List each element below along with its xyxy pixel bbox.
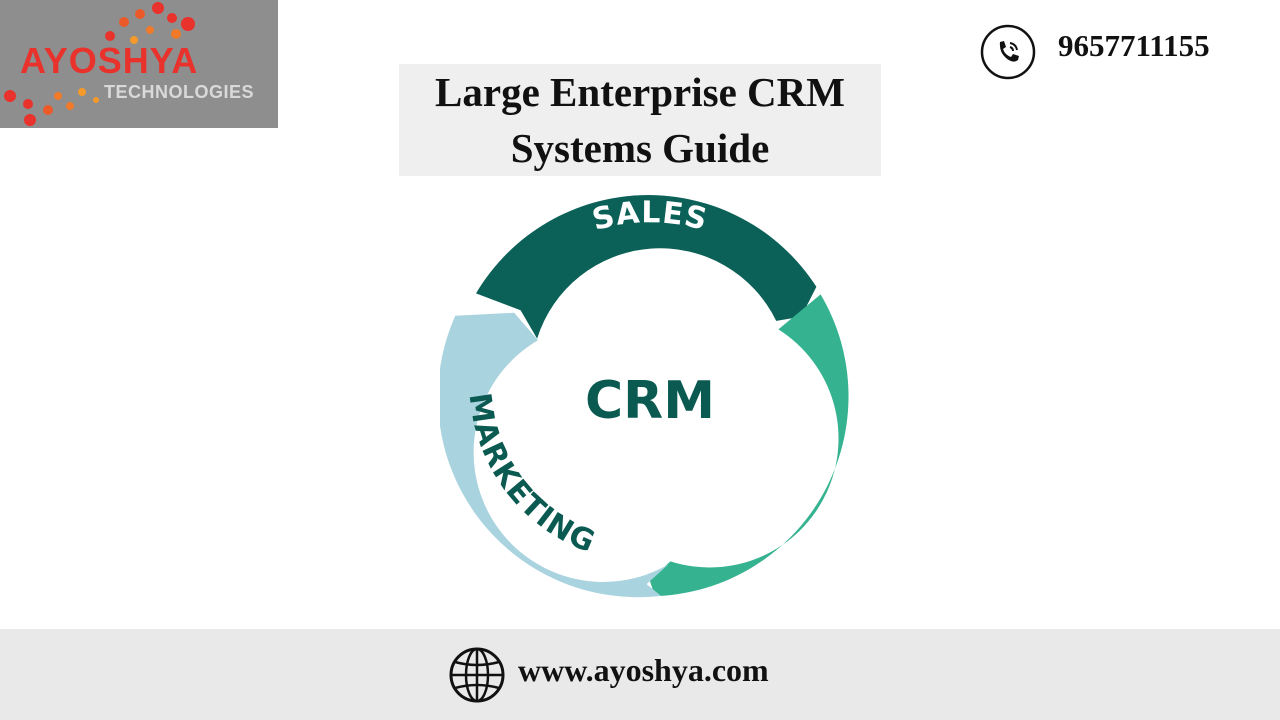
crm-cycle-diagram: SALES SERVICE MARKETING CRM <box>440 195 849 598</box>
logo-dots <box>4 2 195 126</box>
company-logo: AYOSHYA TECHNOLOGIES <box>0 0 278 128</box>
marketing-segment <box>440 312 669 598</box>
footer-bar <box>0 629 1280 720</box>
sales-segment <box>476 195 817 339</box>
crm-center-label: CRM <box>585 371 715 431</box>
website-link[interactable]: www.ayoshya.com <box>518 652 769 688</box>
globe-icon <box>449 647 505 703</box>
phone-number[interactable]: 9657711155 <box>1058 28 1210 63</box>
page-title: Large Enterprise CRM Systems Guide <box>435 69 845 171</box>
service-segment <box>649 294 849 597</box>
logo-name: AYOSHYA <box>20 40 199 81</box>
logo-subtitle: TECHNOLOGIES <box>104 82 255 102</box>
marketing-label: MARKETING <box>461 391 600 561</box>
service-label: SERVICE <box>740 414 833 550</box>
phone-icon[interactable] <box>980 24 1036 80</box>
title-box: Large Enterprise CRM Systems Guide <box>399 64 881 176</box>
